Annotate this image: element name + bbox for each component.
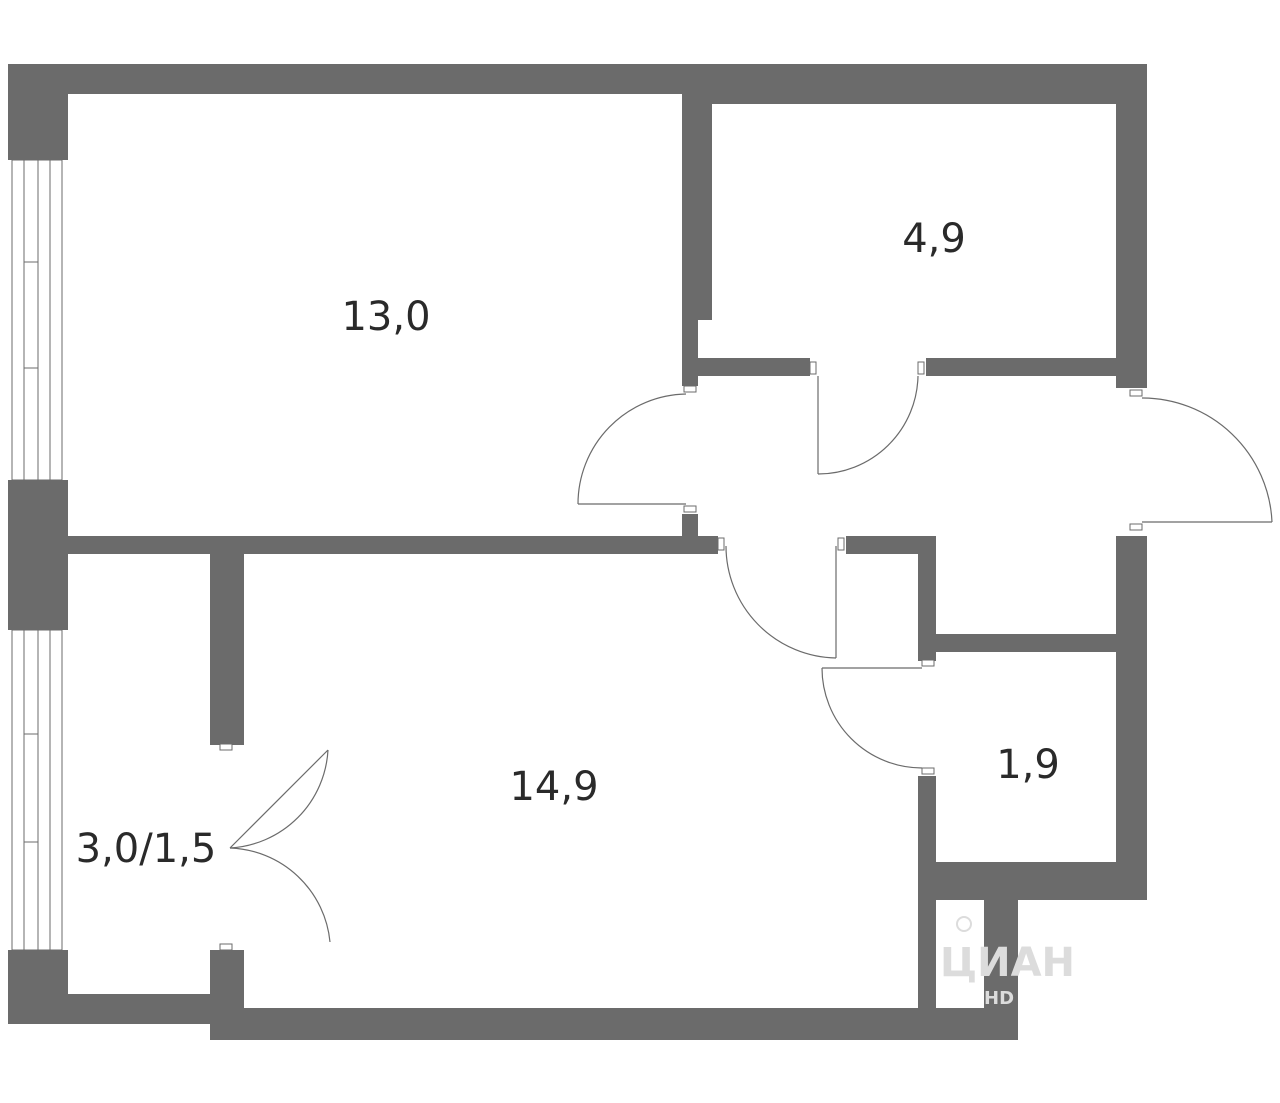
door-main-room — [577, 385, 697, 513]
wall-top-right — [682, 64, 1147, 104]
watermark-sub: HD — [984, 988, 1014, 1009]
area-label-small-room: 4,9 — [902, 216, 966, 262]
door-living-room — [717, 537, 845, 659]
door-bath — [821, 659, 935, 775]
wall-corner-top-left — [8, 64, 68, 160]
wall-vertical-mid-lower — [682, 318, 698, 386]
wall-middle — [8, 536, 718, 554]
watermark: ЦИАН HD — [940, 916, 1075, 1009]
window-lower — [11, 629, 63, 951]
area-label-bath: 1,9 — [996, 742, 1060, 788]
door-small-room — [809, 361, 925, 475]
wall-small-bottom-left — [698, 358, 810, 376]
walls — [8, 64, 1147, 1040]
watermark-brand: ЦИАН — [940, 940, 1075, 986]
wall-stub-mid — [682, 514, 698, 538]
wall-shaft-right — [984, 898, 1018, 1040]
wall-right-lower — [1116, 536, 1147, 900]
watermark-logo-icon — [956, 916, 972, 932]
wall-bath-bottom — [918, 862, 1147, 900]
wall-bottom-balcony — [8, 994, 212, 1024]
wall-balcony-upper — [210, 550, 244, 745]
wall-bath-top — [918, 634, 1118, 652]
wall-left-pier — [8, 480, 68, 630]
window-upper — [11, 159, 63, 481]
door-entrance — [1129, 389, 1273, 531]
area-label-main-room: 13,0 — [341, 294, 430, 340]
wall-bottom-outer — [210, 1008, 1018, 1040]
wall-bath-top-stub — [846, 536, 936, 554]
wall-balcony-lower — [210, 950, 244, 1010]
wall-bath-left-upper — [918, 536, 936, 661]
wall-small-bottom-right — [926, 358, 1118, 376]
area-label-balcony: 3,0/1,5 — [76, 826, 217, 872]
wall-vertical-mid — [682, 64, 712, 320]
door-balcony — [219, 743, 331, 951]
area-label-living-room: 14,9 — [509, 764, 598, 810]
wall-right-upper — [1116, 64, 1147, 388]
